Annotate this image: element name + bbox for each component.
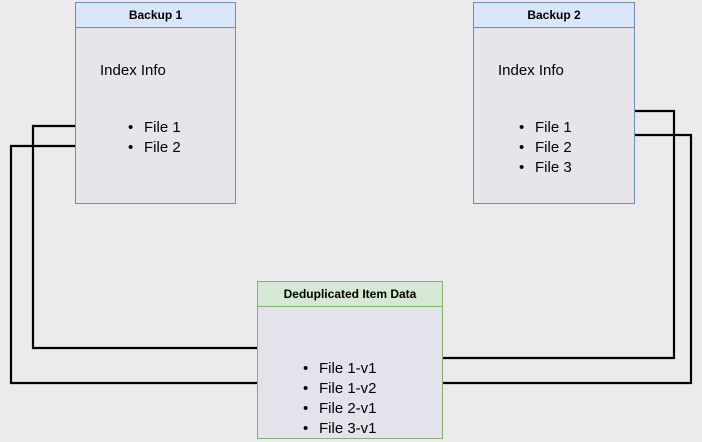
node-dedup-header: Deduplicated Item Data (258, 282, 442, 307)
list-item: File 2-v1 (303, 399, 377, 419)
list-item: File 2 (128, 138, 181, 158)
list-item: File 3 (519, 158, 572, 178)
node-backup-2-body: Index Info File 1 File 2 File 3 (474, 28, 634, 203)
backup-2-file-list: File 1 File 2 File 3 (519, 118, 572, 178)
node-backup-2-caption: Index Info (498, 62, 564, 79)
node-backup-2-header: Backup 2 (474, 3, 634, 28)
list-item: File 1 (128, 118, 181, 138)
node-dedup-body: File 1-v1 File 1-v2 File 2-v1 File 3-v1 (258, 307, 442, 439)
node-backup-1-caption: Index Info (100, 62, 166, 79)
dedup-file-list: File 1-v1 File 1-v2 File 2-v1 File 3-v1 (303, 359, 377, 439)
list-item: File 3-v1 (303, 419, 377, 439)
list-item: File 2 (519, 138, 572, 158)
list-item: File 1-v2 (303, 379, 377, 399)
backup-1-file-list: File 1 File 2 (128, 118, 181, 158)
list-item: File 1 (519, 118, 572, 138)
node-backup-1-header: Backup 1 (76, 3, 235, 28)
node-backup-2[interactable]: Backup 2 Index Info File 1 File 2 File 3 (473, 2, 635, 204)
node-backup-1[interactable]: Backup 1 Index Info File 1 File 2 (75, 2, 236, 204)
list-item: File 1-v1 (303, 359, 377, 379)
node-deduplicated-item-data[interactable]: Deduplicated Item Data File 1-v1 File 1-… (257, 281, 443, 439)
node-backup-1-body: Index Info File 1 File 2 (76, 28, 235, 203)
